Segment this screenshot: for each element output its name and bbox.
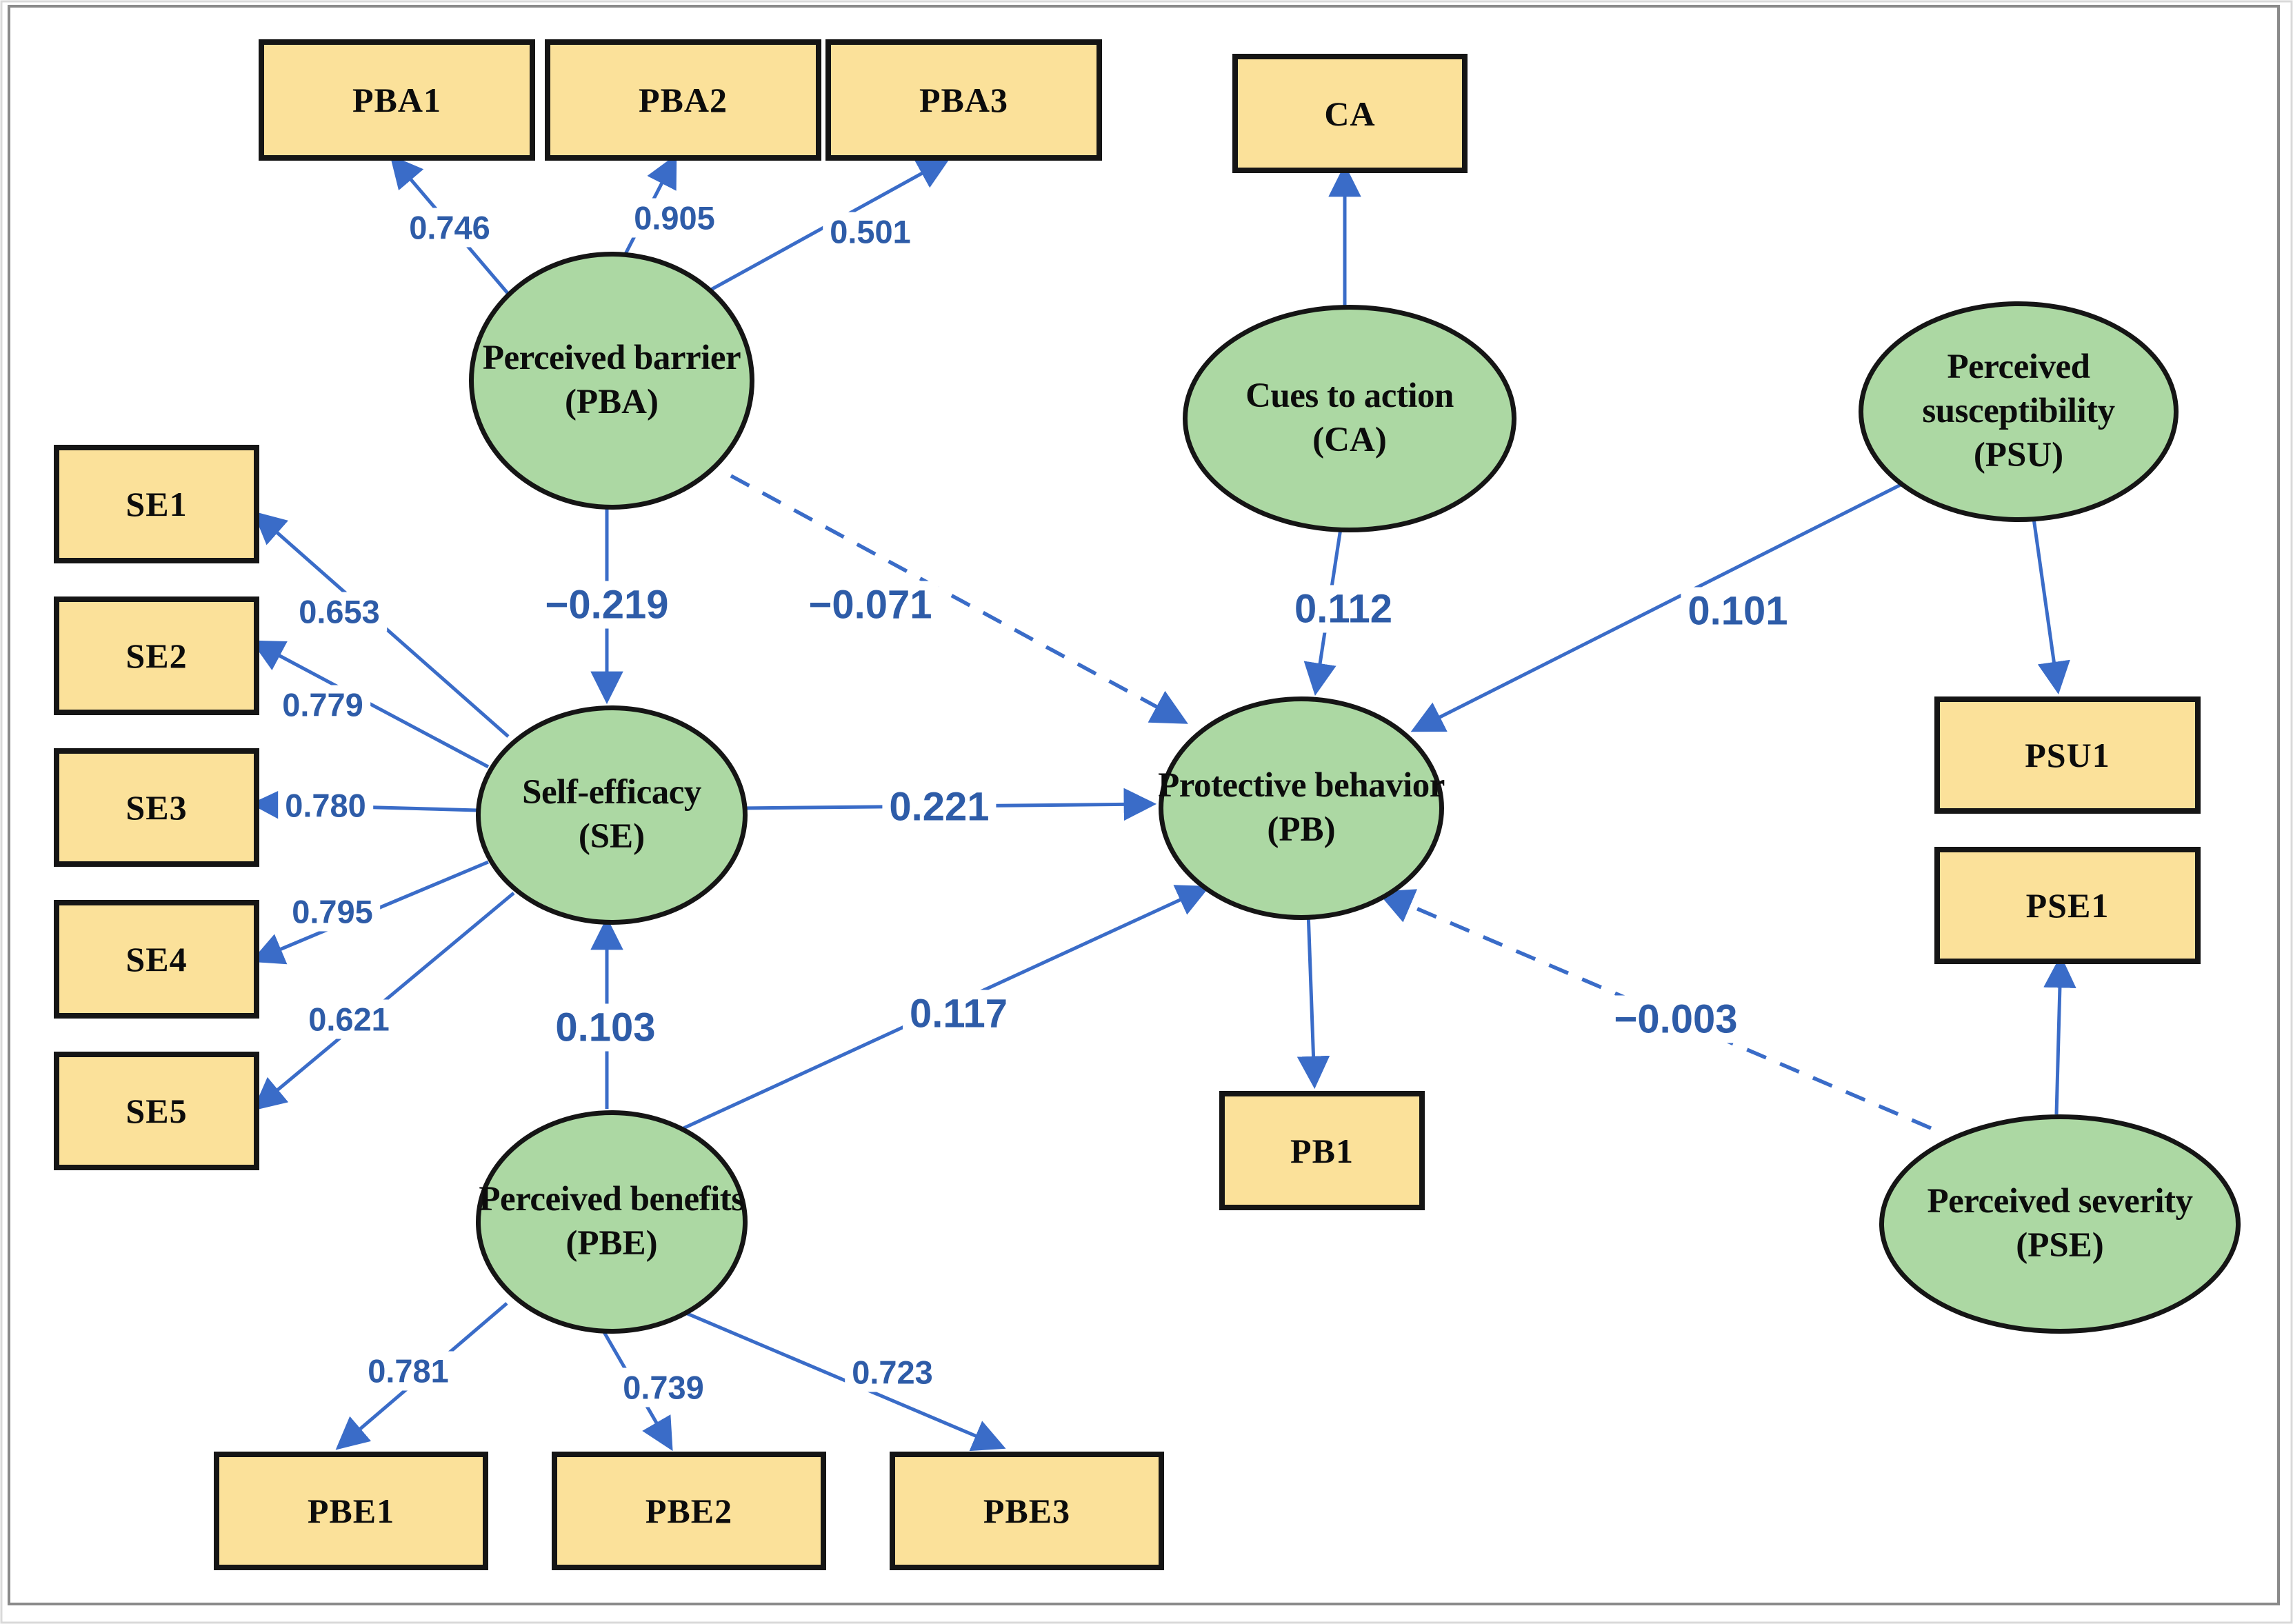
- observed-pbe3-box: PBE3: [890, 1452, 1164, 1570]
- observed-pse1-box: PSE1: [1934, 847, 2201, 964]
- latent-pbe-ellipse: Perceived benefits (PBE): [476, 1110, 748, 1334]
- latent-pba-code: (PBA): [565, 383, 659, 421]
- coef-pbe-pbe3-label: 0.723: [845, 1352, 940, 1392]
- latent-pb-code: (PB): [1267, 810, 1336, 849]
- coef-pba-pba1-label: 0.746: [402, 208, 497, 248]
- arrow-psu-pb: [1410, 481, 1906, 732]
- observed-pb1-box: PB1: [1219, 1091, 1425, 1210]
- latent-se-label: Self-efficacy: [522, 773, 701, 812]
- coef-se-se2-label: 0.779: [275, 685, 370, 725]
- latent-psu-ellipse: Perceived susceptibility (PSU): [1859, 301, 2179, 522]
- latent-pbe-label: Perceived benefits: [479, 1180, 745, 1219]
- arrow-pba-pb-dashed: [730, 474, 1188, 724]
- arrow-pb-pb1: [1296, 911, 1330, 1090]
- observed-pba1-box: PBA1: [259, 39, 535, 161]
- observed-se1-box: SE1: [54, 445, 259, 563]
- observed-pbe1-box: PBE1: [214, 1452, 488, 1570]
- latent-ca-ellipse: Cues to action (CA): [1183, 305, 1516, 532]
- latent-ca-label: Cues to action: [1245, 377, 1454, 416]
- coef-pbe-pb-label: 0.117: [903, 990, 1014, 1038]
- latent-pse-label: Perceived severity: [1927, 1182, 2193, 1221]
- observed-pba2-box: PBA2: [545, 39, 821, 161]
- coef-pbe-pbe2-label: 0.739: [616, 1367, 711, 1407]
- observed-se2-box: SE2: [54, 597, 259, 715]
- coef-psu-pb-label: 0.101: [1681, 587, 1795, 635]
- latent-pb-label: Protective behavior: [1158, 766, 1445, 805]
- observed-pbe2-box: PBE2: [552, 1452, 826, 1570]
- observed-ca-box: CA: [1232, 54, 1468, 173]
- latent-pse-ellipse: Perceived severity (PSE): [1879, 1114, 2241, 1334]
- coef-pba-pba3-label: 0.501: [823, 212, 918, 252]
- coef-pba-se-label: −0.219: [538, 581, 676, 629]
- latent-pse-code: (PSE): [2016, 1226, 2104, 1265]
- coef-se-pb-label: 0.221: [882, 783, 997, 831]
- observed-psu1-box: PSU1: [1934, 696, 2201, 814]
- coef-pba-pb-label: −0.071: [801, 581, 939, 629]
- latent-pba-label: Perceived barrier: [482, 339, 741, 378]
- observed-se4-box: SE4: [54, 900, 259, 1019]
- arrow-se-se2: [250, 640, 490, 769]
- coef-se-se1-label: 0.653: [292, 592, 387, 632]
- latent-pba-ellipse: Perceived barrier (PBA): [469, 252, 754, 510]
- observed-se3-box: SE3: [54, 748, 259, 867]
- latent-psu-label: Perceived susceptibility: [1922, 348, 2115, 431]
- page-border: [8, 5, 2280, 1605]
- coef-pbe-se-label: 0.103: [548, 1003, 663, 1052]
- observed-pba3-box: PBA3: [825, 39, 1102, 161]
- coef-pse-pb-label: −0.003: [1607, 995, 1745, 1043]
- observed-se5-box: SE5: [54, 1052, 259, 1170]
- coef-se-se4-label: 0.795: [285, 892, 380, 932]
- latent-pb-ellipse: Protective behavior (PB): [1158, 696, 1445, 920]
- latent-se-ellipse: Self-efficacy (SE): [476, 705, 748, 925]
- coef-pbe-pbe1-label: 0.781: [361, 1351, 456, 1391]
- coef-se-se5-label: 0.621: [301, 999, 397, 1039]
- coef-ca-pb-label: 0.112: [1288, 585, 1399, 633]
- arrow-pbe-pbe3: [656, 1299, 1006, 1452]
- coef-se-se3-label: 0.780: [278, 785, 373, 825]
- latent-ca-code: (CA): [1312, 421, 1387, 459]
- arrow-pse-pse1: [2043, 954, 2076, 1115]
- coef-pba-pba2-label: 0.905: [627, 198, 722, 238]
- latent-psu-code: (PSU): [1973, 435, 2064, 474]
- latent-se-code: (SE): [578, 817, 645, 856]
- arrow-pba-pba3: [690, 157, 951, 303]
- arrow-psu-psu1: [2031, 513, 2070, 695]
- latent-pbe-code: (PBE): [565, 1224, 658, 1263]
